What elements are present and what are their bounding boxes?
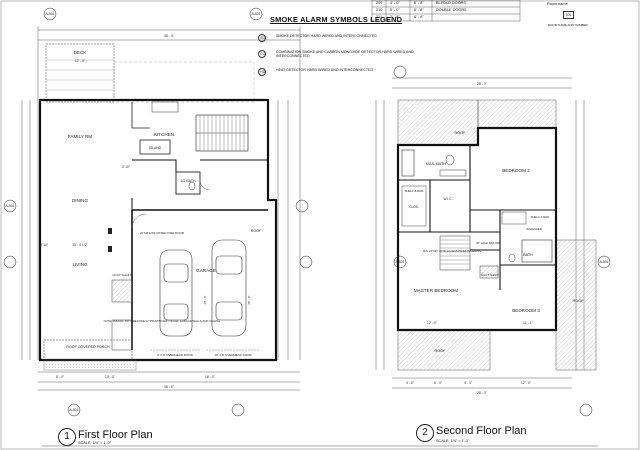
shelf-rod-1: SHELF & ROD	[405, 189, 424, 193]
second-dim-b3: 4' - 0"	[464, 381, 472, 385]
room-mas-bath: MAS. BATH	[426, 162, 446, 166]
room-bedroom3: BEDROOM 3	[512, 308, 540, 313]
overhead-door-2: 16' X 8' OVERHEAD DOOR	[214, 353, 252, 357]
door-mark-210: 210	[376, 8, 383, 12]
second-floor-title: Second Floor Plan	[436, 425, 527, 437]
room-dining: DINING	[72, 198, 89, 203]
first-dim-kitchen: 3' 10"	[122, 165, 130, 169]
roof-right	[555, 239, 597, 371]
attic-access: MIN. 22"X30" ATTIC ACCESS PANEL IN CEILI…	[423, 249, 481, 253]
first-grid-bubbles	[3, 7, 313, 417]
overhead-door-1: 9' X 8' OVERHEAD DOOR	[157, 353, 193, 357]
room-deck-dim: 12' - 0"	[75, 59, 86, 63]
second-dim-b1: 4' - 0"	[406, 381, 414, 385]
second-dim-top: 28' - 0"	[477, 82, 487, 86]
fire-door: 20 MINUTE RATED FIRE DOOR	[140, 231, 185, 235]
garage-roof: ROOF	[251, 229, 262, 233]
duct-shaft-1: DUCT SHAFT	[113, 273, 132, 277]
smoke-detector-icon: SD	[258, 34, 266, 42]
grid-tag-top-right: A-501	[251, 12, 260, 16]
first-exterior-wall	[38, 98, 278, 362]
second-dim-bottom-total: 28' - 0"	[477, 391, 487, 395]
room-family: FAMILY RM	[68, 134, 93, 139]
railing: 36" HIGH RAILING	[476, 241, 500, 245]
grid-tag-bottom: A-501	[69, 408, 78, 412]
first-dim-left: 3' 10"	[40, 243, 48, 247]
heat-detector-icon: HD	[258, 68, 266, 76]
bed3-width: 11' - 1"	[523, 321, 533, 325]
first-dim-b3: 18' - 0"	[205, 375, 215, 379]
room-wic: W.I.C.	[443, 197, 452, 201]
room-half-bath: 1/2 BATH	[180, 179, 196, 183]
room-tag-box: 101	[563, 11, 574, 19]
washer: W/WASHER	[526, 227, 542, 231]
door-schedule-grid	[371, 0, 521, 22]
grid-tag-second-right: A-501	[599, 260, 608, 264]
plan-number-2: 2	[416, 424, 434, 442]
plan-number-1: 1	[58, 428, 76, 446]
half-bath	[175, 171, 201, 195]
second-dim-b4: 12' - 0"	[521, 381, 531, 385]
room-kitchen: KITCHEN	[154, 132, 174, 137]
first-dim-b1: 8' - 0"	[56, 375, 64, 379]
room-porch: ROOF COVERED PORCH	[66, 345, 110, 349]
door-mark-209: 209	[376, 1, 383, 5]
room-clos: CLOS.	[409, 205, 419, 209]
legend-title: SMOKE ALARM SYMBOLS LEGEND	[270, 15, 403, 24]
grid-tag-top-left: A-501	[45, 12, 54, 16]
second-floor-scale: SCALE: 1/4" = 1'-0"	[436, 439, 470, 443]
co-detector-icon: CO	[258, 50, 266, 58]
deck	[45, 43, 115, 103]
room-bedroom2: BEDROOM 2	[502, 168, 530, 173]
second-floor-plan: A-501 A-501 ROOF MAS. BATH BEDROOM 2 W.I…	[375, 65, 611, 417]
room-garage: GARAGE	[196, 268, 216, 273]
second-roof-bottom: ROOF	[435, 349, 447, 353]
first-floor-title: First Floor Plan	[78, 429, 153, 441]
first-dim-living: 15' - 0 1/2"	[72, 243, 87, 247]
second-exterior-wall	[396, 126, 558, 332]
first-dim-b2: 10' - 0"	[105, 375, 115, 379]
first-dim-bottom-total: 36' - 0"	[164, 385, 174, 389]
second-dim-b2: 6' - 0"	[434, 381, 442, 385]
second-duct: DUCT SHAFT	[481, 273, 499, 277]
garage-note: NOTE: INSTALL 5/8" FIRECODE GYPSUM BOARD…	[104, 319, 221, 323]
roof-top-right	[477, 99, 557, 129]
garage-cars	[159, 239, 247, 337]
room-bath: BATH	[523, 253, 533, 257]
first-dim-top: 36' - 0"	[164, 34, 174, 38]
garage-dim-1: 16' - 0"	[203, 295, 207, 304]
garage-dim-2: 20' - 0"	[247, 295, 251, 304]
roof-top-left	[397, 99, 479, 146]
second-roof-right: ROOF	[573, 299, 585, 303]
room-deck: DECK	[74, 50, 88, 55]
shelf-rod-2: SHELF & ROD	[531, 215, 550, 219]
first-floor-plan: A-501 A-501 A-501 A-501 DECK 12' - 0" FA…	[3, 7, 313, 417]
room-living: LIVING	[72, 262, 87, 267]
door-mark-211: 211	[376, 15, 383, 19]
room-island: ISLAND	[149, 146, 162, 150]
first-top-dims	[21, 26, 301, 391]
grid-tag-second-left: A-501	[395, 260, 404, 264]
room-master-bedroom: MASTER BEDROOM	[414, 288, 458, 293]
first-floor-scale: SCALE: 1/4" = 1'-0"	[78, 441, 112, 445]
master-width: 12' - 0"	[427, 321, 437, 325]
island	[139, 139, 171, 155]
second-roof-top: ROOF	[455, 131, 467, 135]
grid-tag-left: A-501	[5, 204, 14, 208]
